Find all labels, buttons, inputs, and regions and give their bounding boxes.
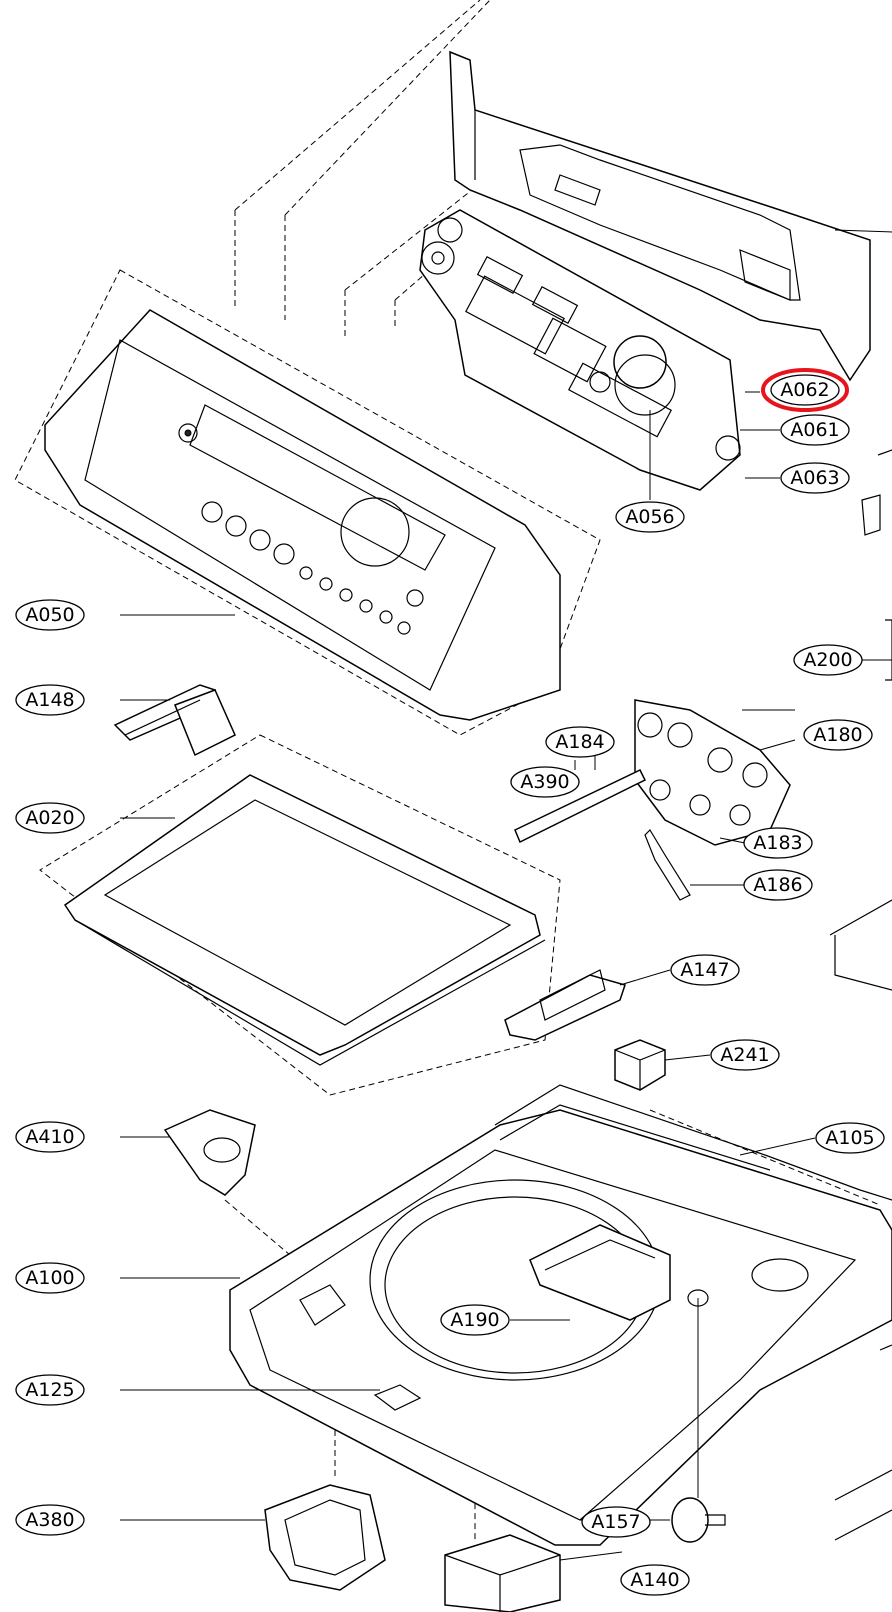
part-label-a180: A180	[803, 719, 873, 751]
svg-text:A183: A183	[753, 832, 802, 854]
top-cover	[229, 1084, 892, 1546]
part-label-a056: A056	[615, 501, 685, 533]
svg-text:A186: A186	[753, 874, 802, 896]
part-label-a105: A105	[815, 1122, 885, 1154]
knob-a157	[671, 1298, 726, 1543]
svg-text:A100: A100	[25, 1267, 74, 1289]
part-label-a184: A184	[545, 726, 615, 758]
part-label-a241: A241	[710, 1039, 780, 1071]
svg-text:A180: A180	[813, 724, 862, 746]
part-label-a061: A061	[780, 414, 850, 446]
part-label-a020: A020	[15, 802, 85, 834]
box-a140	[444, 1534, 561, 1612]
highlight-ring	[761, 368, 849, 412]
bracket-a147	[504, 969, 626, 1041]
right-edge-parts	[829, 449, 892, 1541]
funnel-a410	[163, 1109, 256, 1196]
part-label-a190: A190	[440, 1304, 510, 1336]
svg-text:A125: A125	[25, 1379, 74, 1401]
svg-text:A056: A056	[625, 506, 674, 528]
part-label-a140: A140	[620, 1564, 690, 1596]
svg-text:A063: A063	[790, 467, 839, 489]
part-label-a062: A062	[770, 374, 840, 406]
svg-text:A184: A184	[555, 731, 604, 753]
svg-text:A105: A105	[825, 1127, 874, 1149]
pump-a380	[264, 1484, 386, 1591]
part-label-a410: A410	[15, 1121, 85, 1153]
svg-text:A147: A147	[680, 959, 729, 981]
back-panel	[449, 50, 892, 382]
part-label-a100: A100	[15, 1262, 85, 1294]
control-board	[419, 209, 741, 491]
part-label-a147: A147	[670, 954, 740, 986]
part-label-a186: A186	[743, 869, 813, 901]
part-label-a200: A200	[793, 644, 863, 676]
svg-text:A140: A140	[630, 1569, 679, 1591]
part-label-a380: A380	[15, 1504, 85, 1536]
part-label-a157: A157	[581, 1506, 651, 1538]
bracket-a148	[113, 684, 236, 757]
part-label-a050: A050	[15, 599, 85, 631]
svg-text:A148: A148	[25, 689, 74, 711]
svg-text:A380: A380	[25, 1509, 74, 1531]
part-label-a390: A390	[510, 766, 580, 798]
svg-text:A410: A410	[25, 1126, 74, 1148]
part-label-a183: A183	[743, 827, 813, 859]
inlet-valve-assembly	[514, 699, 795, 901]
block-a241	[614, 1039, 666, 1091]
svg-text:A020: A020	[25, 807, 74, 829]
svg-text:A050: A050	[25, 604, 74, 626]
control-panel-housing	[14, 269, 601, 736]
svg-text:A241: A241	[720, 1044, 769, 1066]
svg-text:A157: A157	[591, 1511, 640, 1533]
svg-text:A190: A190	[450, 1309, 499, 1331]
svg-text:A390: A390	[520, 771, 569, 793]
part-label-a125: A125	[15, 1374, 85, 1406]
svg-text:A062: A062	[780, 379, 829, 401]
svg-text:A061: A061	[790, 419, 839, 441]
part-label-a063: A063	[780, 462, 850, 494]
svg-text:A200: A200	[803, 649, 852, 671]
part-label-a148: A148	[15, 684, 85, 716]
lid-frame	[39, 734, 561, 1096]
